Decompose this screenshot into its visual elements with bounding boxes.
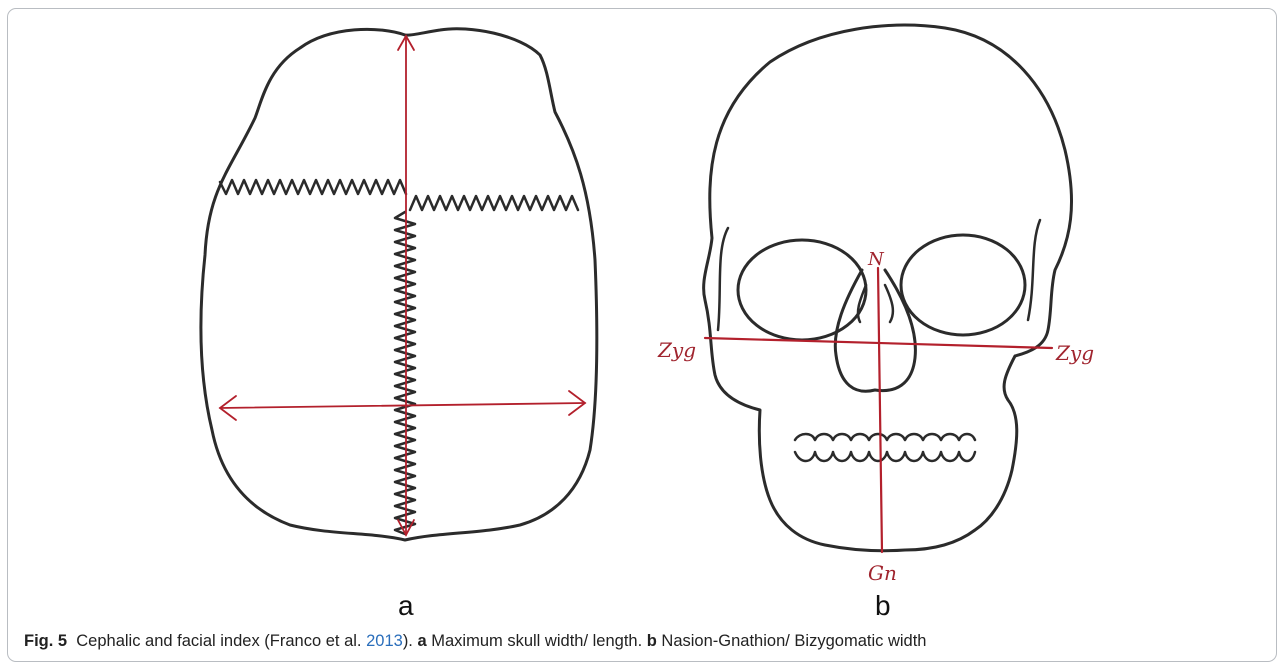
caption-text-1: Cephalic and facial index (Franco et al. (76, 632, 366, 650)
skull-frontal-view (704, 25, 1072, 551)
panel-label-b: b (875, 590, 891, 622)
caption-b-label: b (647, 632, 657, 650)
caption-text-2: ). (403, 632, 418, 650)
left-orbit (738, 240, 866, 340)
right-temporal-line (1028, 220, 1040, 320)
lower-teeth (795, 452, 975, 461)
caption-b-text: Nasion-Gnathion/ Bizygomatic width (657, 632, 927, 650)
landmark-labels: N Zyg Zyg Gn (657, 249, 1094, 585)
caption-citation-link[interactable]: 2013 (366, 632, 403, 650)
figure-caption: Fig. 5 Cephalic and facial index (Franco… (24, 632, 926, 651)
landmark-gnathion: Gn (868, 561, 897, 585)
caption-a-text: Maximum skull width/ length. (427, 632, 647, 650)
upper-teeth (795, 434, 975, 440)
sagittal-suture (395, 212, 415, 534)
left-temporal-line (718, 228, 728, 330)
landmark-zygion-left: Zyg (657, 338, 696, 362)
nasion-gnathion-line (878, 268, 882, 552)
caption-fig-label: Fig. 5 (24, 632, 67, 650)
landmark-nasion: N (867, 249, 885, 270)
coronal-suture (220, 180, 578, 210)
skull-top-view (201, 29, 597, 540)
panel-label-a: a (398, 590, 414, 622)
landmark-zygion-right: Zyg (1055, 341, 1094, 365)
caption-a-label: a (417, 632, 426, 650)
skull-outline-top (201, 29, 597, 540)
right-orbit (901, 235, 1025, 335)
nasal-aperture (835, 270, 915, 391)
